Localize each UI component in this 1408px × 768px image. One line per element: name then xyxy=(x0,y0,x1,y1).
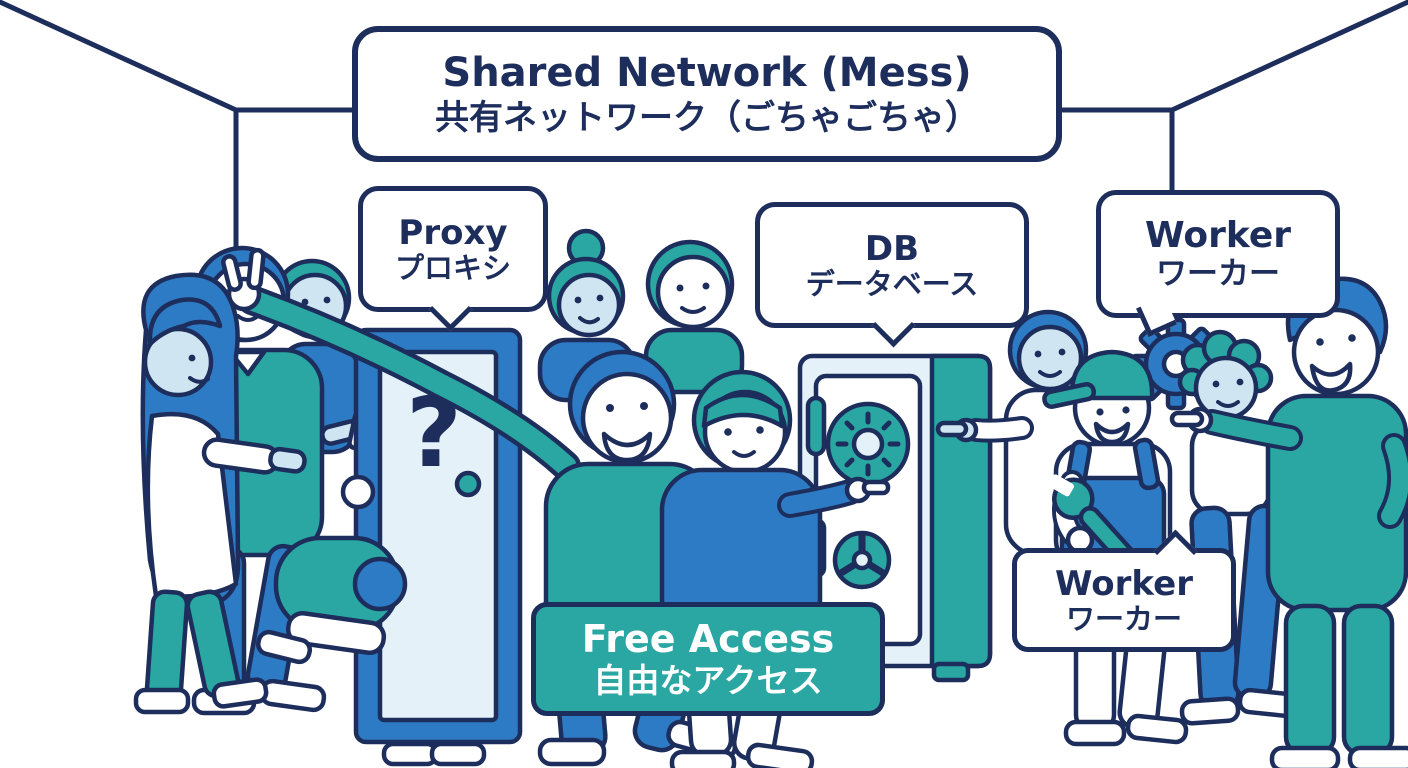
dial-ticks xyxy=(835,411,901,477)
free-access-label-ja: 自由なアクセス xyxy=(593,660,823,700)
title-en: Shared Network (Mess) xyxy=(442,49,972,96)
worker-bottom-label-ja: ワーカー xyxy=(1065,601,1182,636)
free-access-label-en: Free Access xyxy=(581,617,835,662)
db-label-ja: データベース xyxy=(805,266,979,301)
person-crouching xyxy=(255,535,408,665)
person-long-hair-woman xyxy=(133,272,307,715)
worker-bottom-speech-bubble: Worker ワーカー xyxy=(1012,529,1236,652)
proxy-label-en: Proxy xyxy=(398,212,508,253)
person-right-man xyxy=(1169,276,1408,768)
worker-bottom-label-en: Worker xyxy=(1055,563,1193,604)
proxy-label-ja: プロキシ xyxy=(394,250,511,285)
room-perspective-lines xyxy=(0,0,1408,290)
worker-top-label-ja: ワーカー xyxy=(1156,255,1280,292)
proxy-door: ? xyxy=(340,327,523,745)
worker-top-speech-bubble: Worker ワーカー xyxy=(1096,190,1340,337)
door-knob xyxy=(454,470,482,498)
worker-top-label-en: Worker xyxy=(1144,215,1292,257)
free-access-banner: Free Access 自由なアクセス xyxy=(531,602,885,716)
db-speech-bubble: DB データベース xyxy=(755,202,1029,348)
title-ja: 共有ネットワーク（ごちゃごちゃ） xyxy=(435,98,979,139)
proxy-speech-bubble: Proxy プロキシ xyxy=(358,186,548,332)
db-label-en: DB xyxy=(864,228,920,269)
title-banner: Shared Network (Mess) 共有ネットワーク（ごちゃごちゃ） xyxy=(352,26,1062,162)
